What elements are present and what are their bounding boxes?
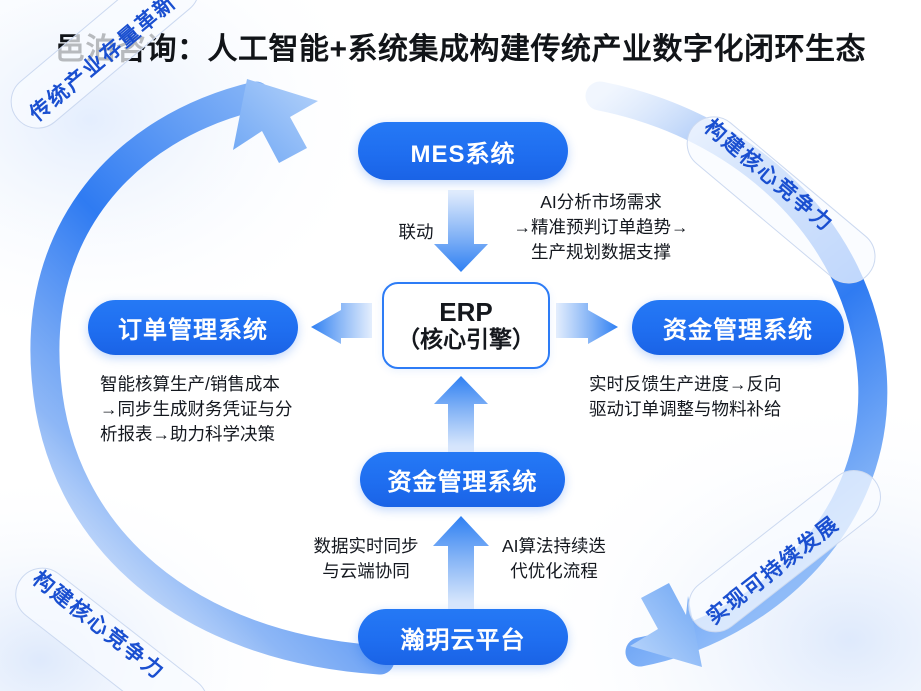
annotation-order-flow: 智能核算生产/销售成本 →同步生成财务凭证与分 析报表→助力科学决策 (100, 374, 293, 444)
page-title: 邑泊咨询：人工智能+系统集成构建传统产业数字化闭环生态 (54, 33, 867, 66)
node-fund-management[interactable]: 资金管理系统 (632, 300, 844, 355)
annotation-fund-flow: 实时反馈生产进度→反向 驱动订单调整与物料补给 (589, 374, 782, 419)
annotation-mes-erp: AI分析市场需求 →精准预判订单趋势→ 生产规划数据支撑 (513, 192, 689, 262)
arrow-erp-to-order (311, 303, 372, 344)
erp-title: ERP (439, 296, 493, 327)
node-hanyue-cloud-platform[interactable]: 瀚玥云平台 (358, 609, 568, 665)
arrow-fund2-to-erp (434, 376, 488, 452)
arrow-erp-to-fund (556, 303, 618, 344)
node-order-management[interactable]: 订单管理系统 (88, 300, 298, 355)
annotation-cloud-sync: 数据实时同步 与云端协同 (313, 536, 419, 581)
arrow-cloud-to-fund2 (433, 516, 489, 610)
annotation-ai-iteration: AI算法持续迭 代优化流程 (501, 536, 607, 581)
arrow-mes-to-erp (434, 190, 488, 272)
node-mes-system[interactable]: MES系统 (358, 122, 568, 180)
node-erp-core[interactable]: ERP （核心引擎） (382, 282, 550, 369)
node-fund-management-lower[interactable]: 资金管理系统 (360, 452, 565, 507)
annotation-link-label: 联动 (398, 222, 434, 242)
erp-subtitle: （核心引擎） (397, 325, 535, 352)
